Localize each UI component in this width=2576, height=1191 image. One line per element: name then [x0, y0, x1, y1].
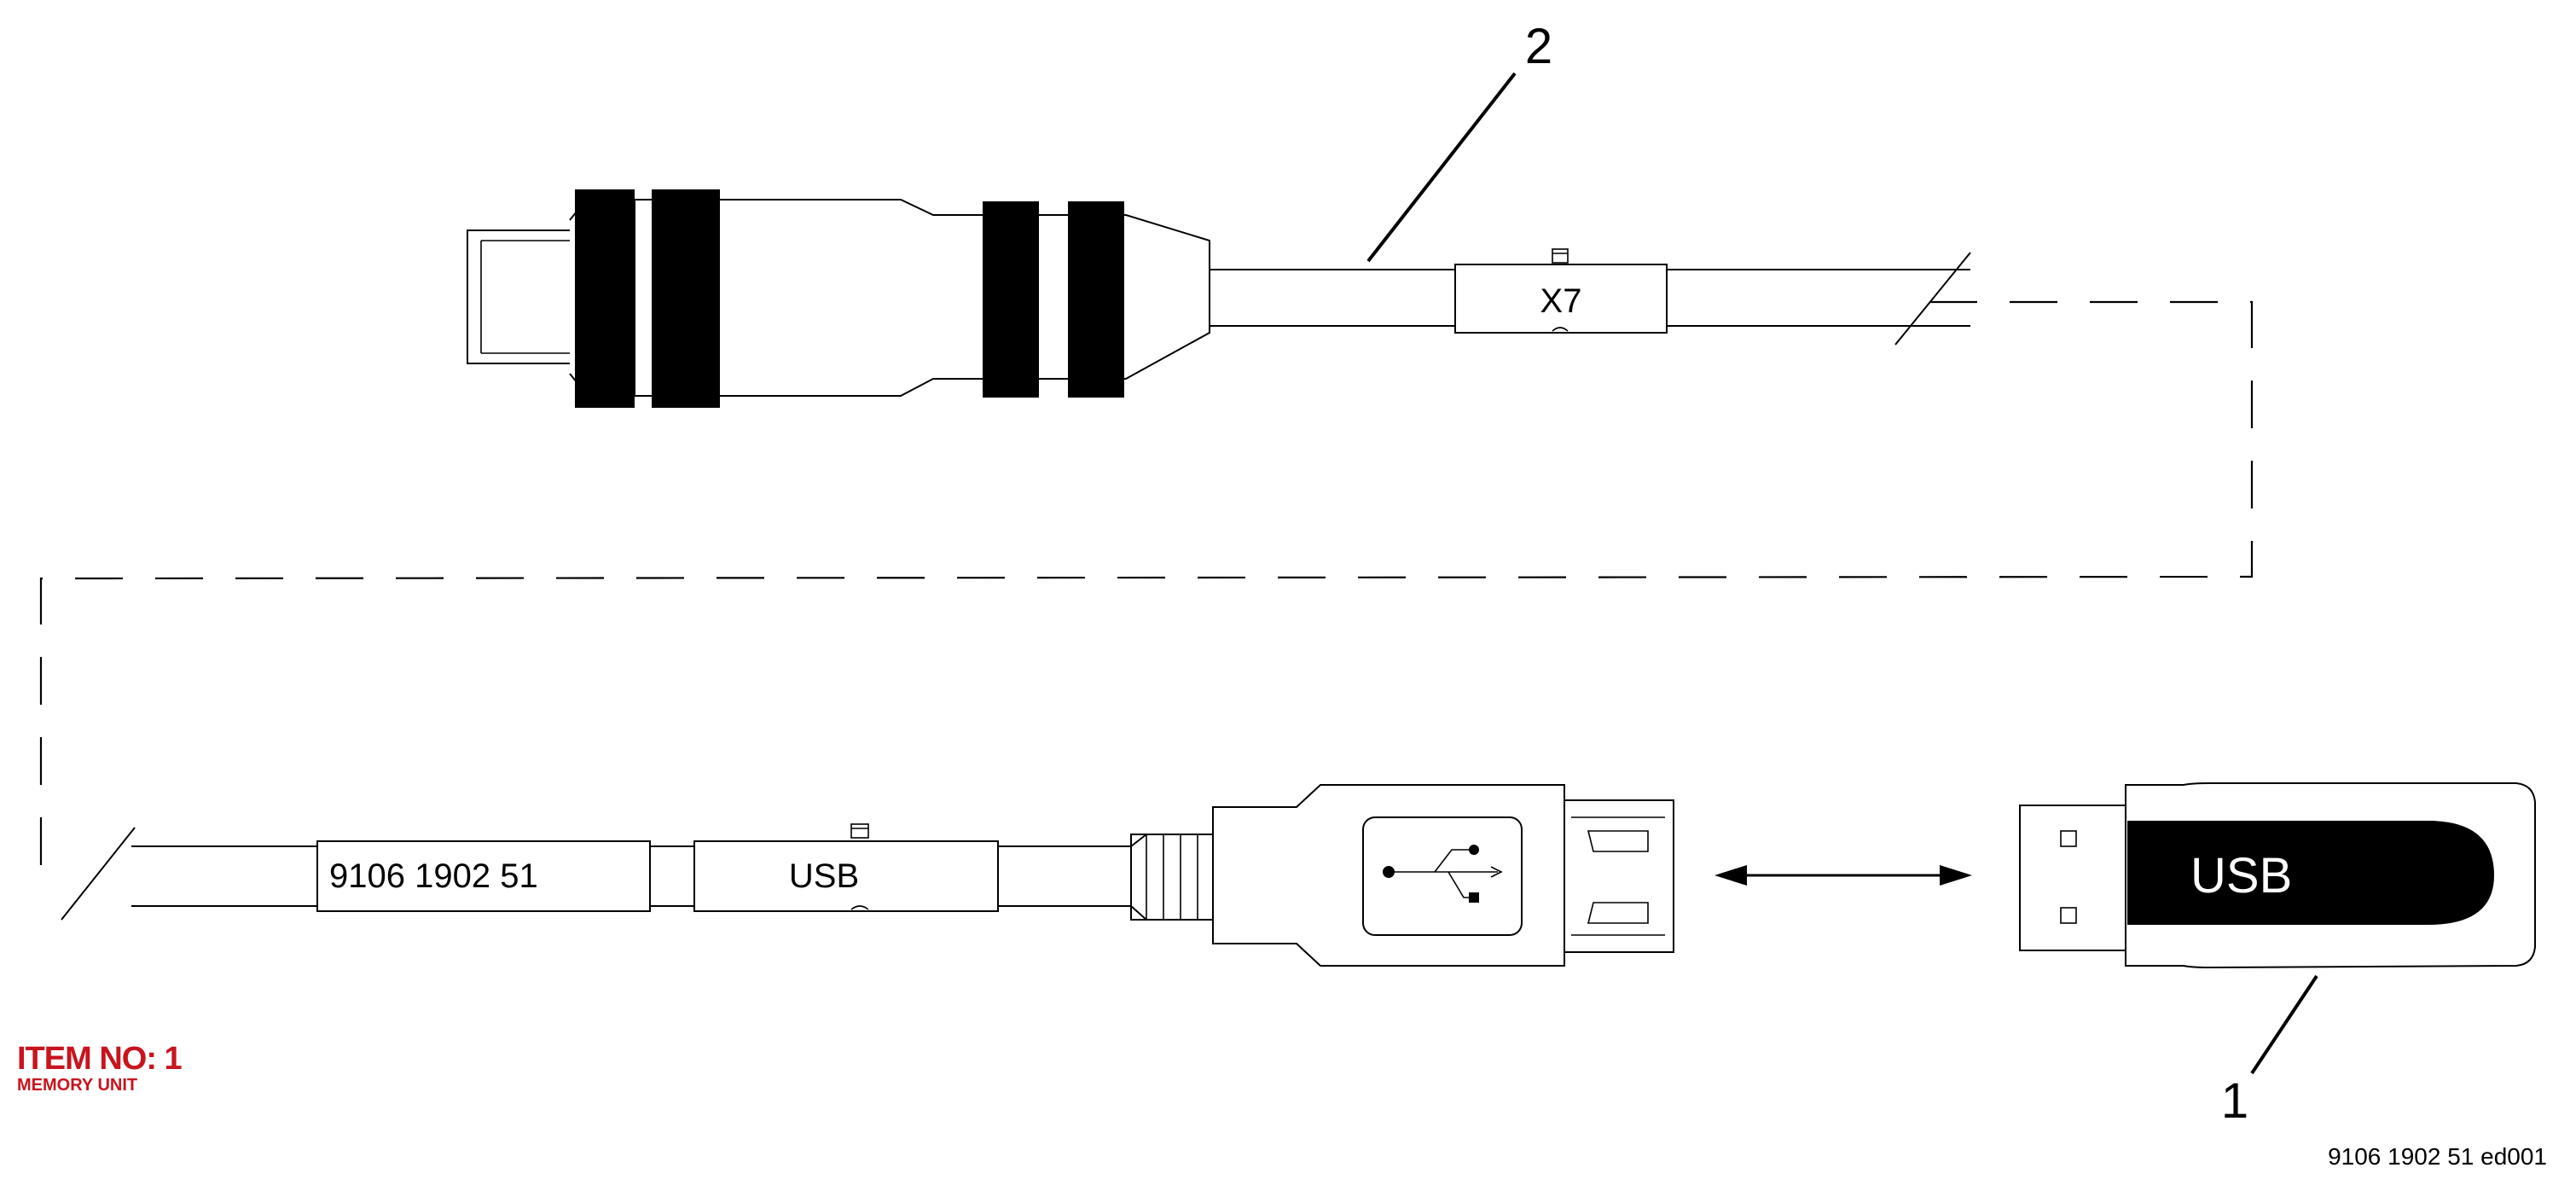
connector-band [983, 201, 1039, 398]
memory-stick-label: USB [2190, 848, 2292, 903]
cable-part-label: 9106 1902 51 [316, 840, 651, 912]
connector-band [575, 189, 635, 408]
cable-marker-usb: USB [693, 823, 999, 912]
callout-2: 2 [1525, 19, 1552, 74]
item-description: MEMORY UNIT [17, 1076, 138, 1095]
item-info: ITEM NO: 1 MEMORY UNIT [17, 1041, 183, 1095]
usb-strain-relief [1130, 834, 1214, 921]
usb-trident-icon [1383, 845, 1503, 903]
connector-band [1068, 201, 1124, 398]
leader-line-2 [1366, 72, 1517, 263]
usb-memory-stick: USB [2019, 782, 2536, 969]
cable-marker-x7: X7 [1454, 248, 1668, 334]
item-number: ITEM NO: 1 [17, 1041, 183, 1077]
usb-female-connector [1212, 784, 1674, 967]
connector-band [652, 189, 720, 408]
cable-continuation-dashed [39, 300, 2254, 872]
drawing-reference: 9106 1902 51 ed001 [2328, 1143, 2547, 1170]
marker-x7-label: X7 [1540, 282, 1582, 320]
leader-line-1 [2250, 974, 2318, 1075]
double-arrow-icon [1714, 865, 1972, 886]
part-number-label: 9106 1902 51 [329, 857, 538, 895]
callout-1: 1 [2221, 1073, 2248, 1129]
marker-usb-label: USB [789, 857, 859, 895]
circular-connector [467, 189, 1210, 408]
